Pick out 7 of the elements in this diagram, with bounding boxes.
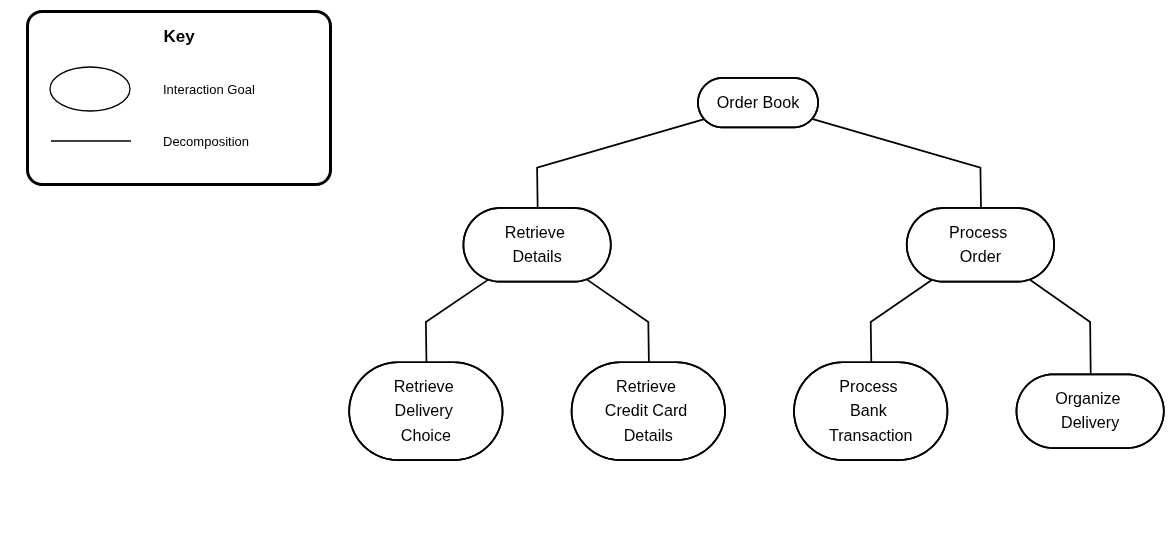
connector: [586, 279, 650, 364]
connector: [869, 279, 933, 364]
legend-label: Decomposition: [163, 133, 249, 149]
connector: [425, 279, 489, 364]
legend-label: Interaction Goal: [163, 81, 255, 97]
legend-title: Key: [162, 27, 196, 47]
connector: [1029, 279, 1092, 376]
